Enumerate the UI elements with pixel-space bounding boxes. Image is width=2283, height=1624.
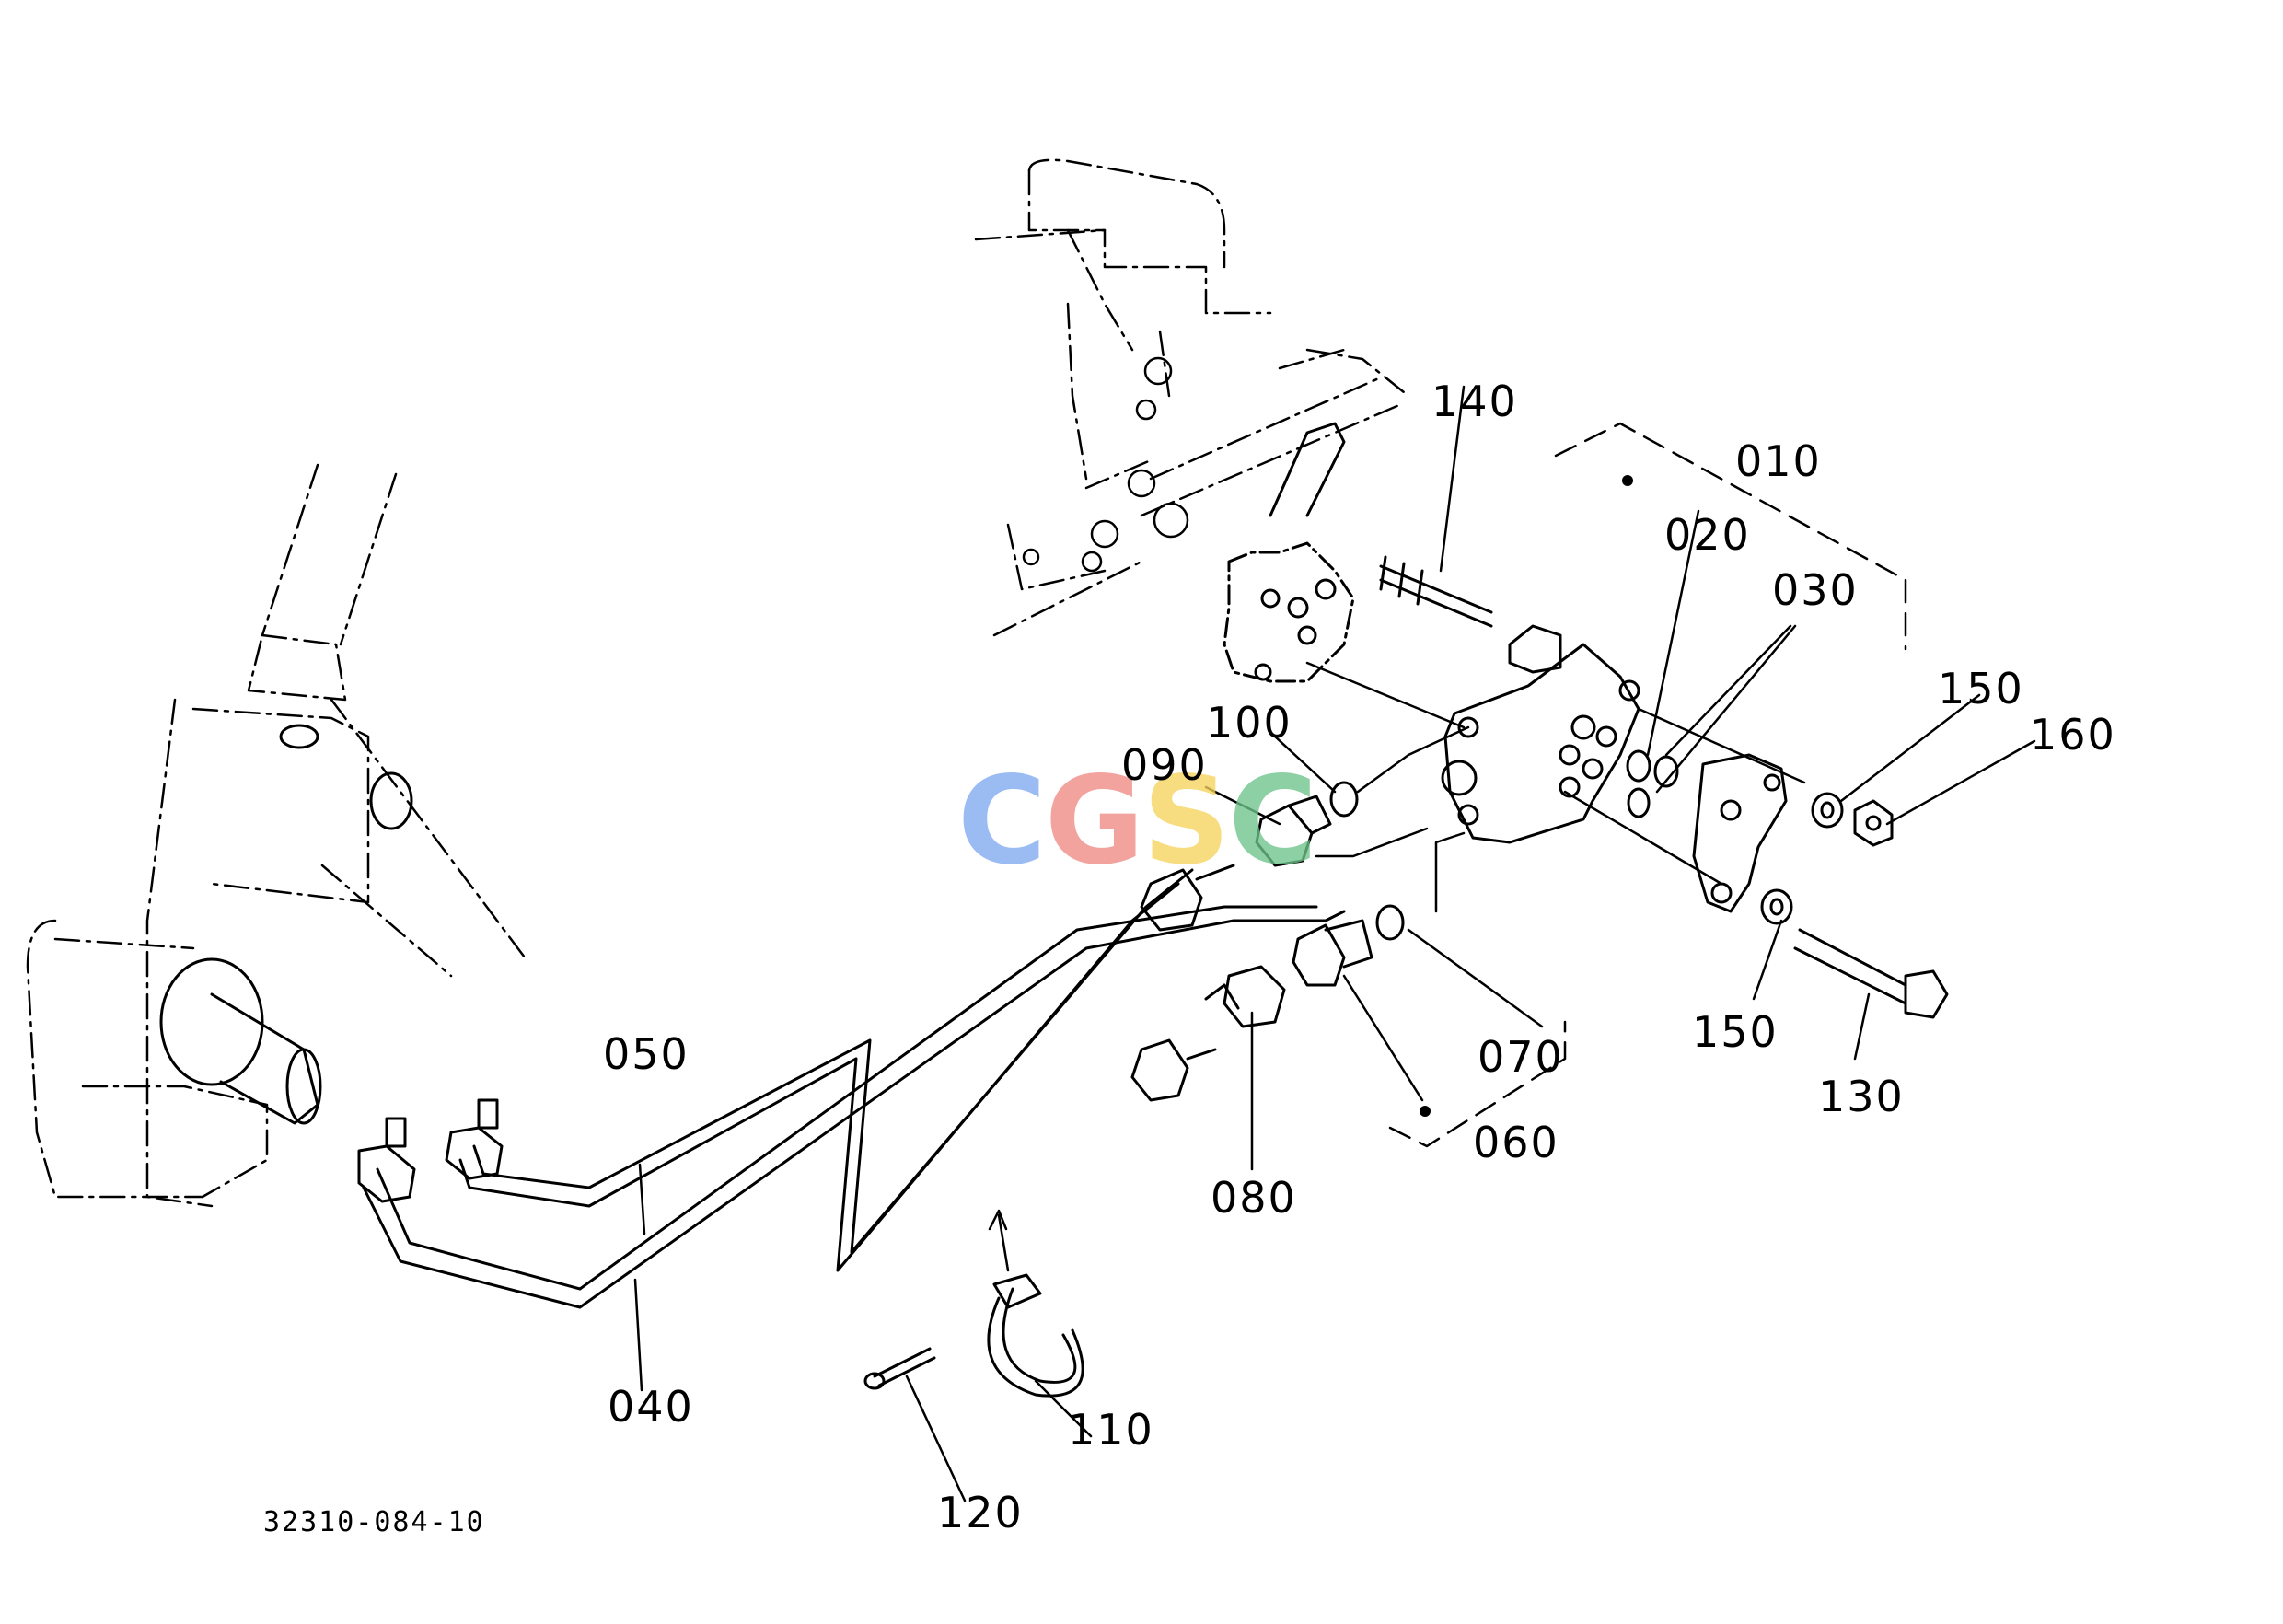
chassis-bolts [1022,356,1189,573]
o-ring-100 [1329,781,1359,818]
valve-body-010 [1441,624,1640,844]
watermark-letter-g: G [1044,750,1144,892]
pipe-040 [362,905,1346,1309]
fitting-080 [1204,965,1286,1028]
fitting-060 [1292,919,1373,987]
washer-150-upper [1811,792,1844,829]
watermark-letter-s: S [1142,750,1230,892]
callout-040: 040 [608,1382,694,1432]
callout-140: 140 [1431,377,1518,426]
watermark-letter-c1: C [957,750,1047,892]
mounting-bracket [1223,422,1355,683]
steering-column [26,463,527,1208]
callout-150-upper: 150 [1938,664,2024,713]
callout-090: 090 [1121,740,1208,790]
callout-070: 070 [1478,1032,1564,1082]
watermark-logo: CGSC [957,750,1317,892]
leader-lines [633,385,2036,1502]
assembly-arrow [988,1209,1010,1272]
bolt-130 [1793,928,1949,1019]
steering-cylinder-fittings [159,724,413,1125]
callout-110: 110 [1068,1405,1154,1455]
split-pin-120 [863,1347,936,1390]
assembly-dots [1420,475,1633,1117]
assembly-bracket-010 [1554,422,1907,651]
stud-bolt-140 [1379,555,1493,628]
callout-030: 030 [1772,565,1859,615]
chassis-frame [974,158,1410,637]
callout-080: 080 [1211,1173,1297,1223]
washer-150-lower [1760,888,1793,925]
drawing-reference-code: 32310-084-10 [263,1506,485,1538]
callout-120: 120 [937,1488,1024,1537]
connector-lines [1305,661,1806,913]
fitting-090 [1255,795,1332,867]
o-rings-020-030 [1626,749,1679,818]
callout-160: 160 [2030,710,2116,760]
callout-010: 010 [1735,436,1822,486]
callout-130: 130 [1818,1072,1905,1121]
valve-bracket [1692,753,1788,913]
clamp-110 [987,1273,1084,1398]
callout-020: 020 [1664,510,1751,560]
nut-160 [1853,799,1894,847]
watermark-letter-c2: C [1228,750,1317,892]
pipe-nuts [357,864,1235,1203]
o-ring-070 [1375,904,1405,941]
assembly-bracket-060 [1388,1020,1567,1148]
callout-060: 060 [1473,1118,1559,1167]
callout-150-lower: 150 [1692,1007,1779,1057]
callout-050: 050 [603,1029,690,1079]
callout-100: 100 [1206,698,1292,748]
pipe-050 [458,868,1194,1272]
